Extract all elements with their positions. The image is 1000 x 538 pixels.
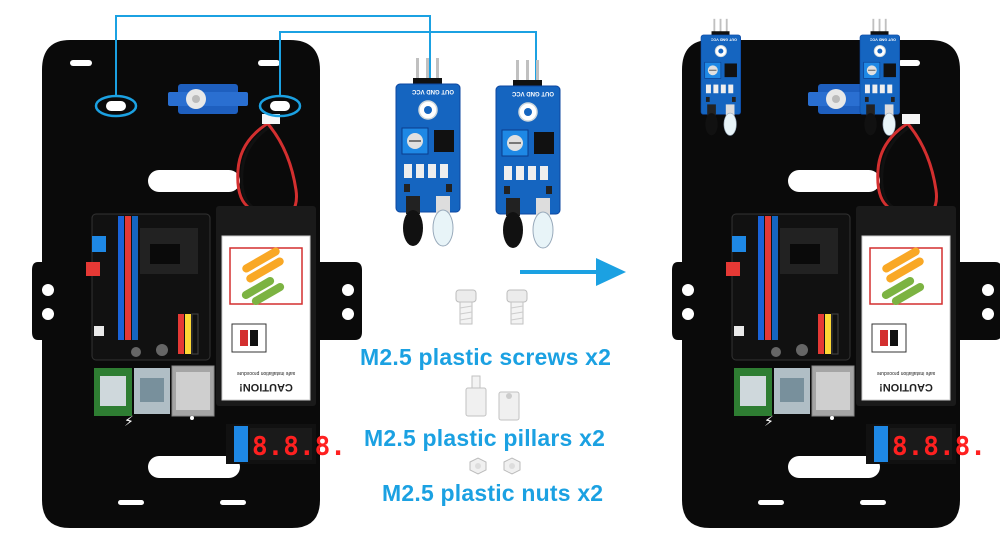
nuts-label: M2.5 plastic nuts x2 — [382, 480, 604, 506]
pillars-label: M2.5 plastic pillars x2 — [364, 425, 606, 451]
plastic-pillar-icon — [465, 375, 520, 421]
plastic-nut-icon — [469, 457, 521, 475]
plastic-screw-icon — [455, 289, 528, 325]
left-voltmeter-readout: 8.8.8. — [252, 432, 346, 462]
right-chassis-board: 8.8.8. — [670, 38, 1000, 530]
left-chassis-board: 8.8.8. — [30, 38, 364, 530]
ir-sensor-right — [495, 59, 561, 249]
right-voltmeter-readout: 8.8.8. — [892, 432, 986, 462]
arrow-icon — [520, 258, 626, 286]
screws-label: M2.5 plastic screws x2 — [360, 344, 612, 370]
ir-sensor-left — [395, 57, 461, 247]
connector-line-left — [115, 15, 431, 98]
